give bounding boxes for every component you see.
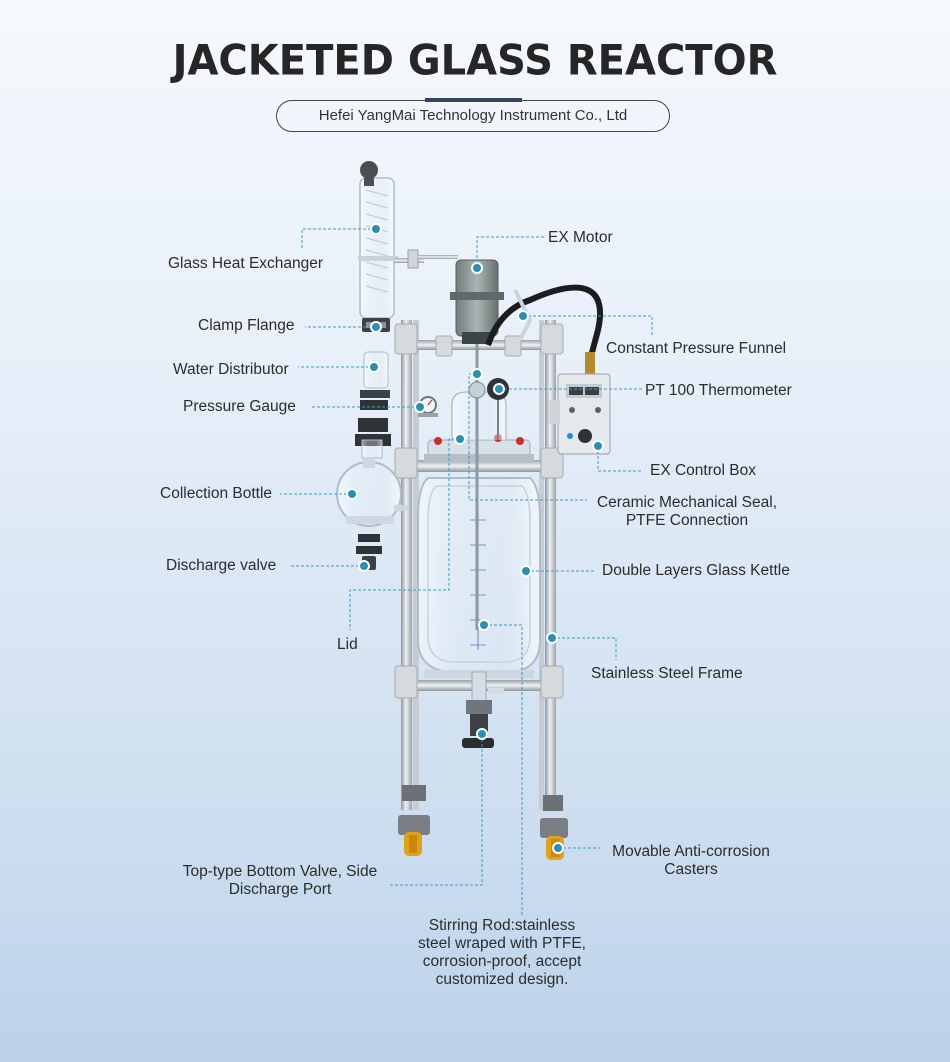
- leader-funnel: [523, 315, 653, 335]
- leader-lid: [349, 438, 460, 630]
- label-stirring-rod: Stirring Rod:stainless steel wraped with…: [404, 917, 600, 989]
- leader-control-box: [597, 446, 642, 472]
- label-ceramic-seal-line2: PTFE Connection: [625, 512, 749, 529]
- label-casters-line2: Casters: [664, 861, 718, 878]
- label-discharge-valve: Discharge valve: [166, 557, 277, 574]
- dot-ex-motor: [471, 262, 483, 274]
- frame-mid-bar: [398, 460, 560, 472]
- label-clamp-flange: Clamp Flange: [198, 317, 295, 334]
- label-constant-pressure-funnel: Constant Pressure Funnel: [606, 340, 787, 357]
- label-ex-control-box: EX Control Box: [650, 462, 756, 479]
- label-ceramic-seal-line1: Ceramic Mechanical Seal,: [596, 494, 778, 511]
- leader-ceramic-seal: [468, 373, 587, 501]
- constant-pressure-funnel: [485, 284, 603, 374]
- dot-clamp-flange: [370, 321, 382, 333]
- label-bottom-valve-line1: Top-type Bottom Valve, Side: [182, 863, 378, 880]
- label-pt100-thermometer: PT 100 Thermometer: [645, 382, 792, 399]
- left-valve-stack: [355, 400, 391, 459]
- water-distributor: [360, 351, 390, 398]
- label-stirring-rod-line3: corrosion-proof, accept: [422, 953, 582, 970]
- leader-bottom-valve: [388, 734, 483, 886]
- label-bottom-valve-line2: Discharge Port: [228, 881, 332, 898]
- company-name-badge: Hefei YangMai Technology Instrument Co.,…: [276, 100, 670, 132]
- collection-bottle: [336, 458, 408, 527]
- frame-post-right-back: [539, 320, 544, 810]
- page-title: JACKETED GLASS REACTOR: [172, 36, 778, 86]
- dot-pt100: [493, 383, 505, 395]
- dot-pressure-gauge: [414, 401, 426, 413]
- marker-dots: [346, 223, 604, 854]
- ex-motor: [450, 259, 504, 630]
- frame-top-bar: [398, 340, 560, 350]
- dot-casters: [552, 842, 564, 854]
- dot-heat-exchanger: [370, 223, 382, 235]
- label-double-layers-glass-kettle: Double Layers Glass Kettle: [602, 562, 790, 579]
- leader-stirring-rod: [484, 624, 523, 915]
- leader-frame: [552, 637, 617, 660]
- dot-frame: [546, 632, 558, 644]
- dot-lid: [454, 433, 466, 445]
- label-lid: Lid: [337, 636, 358, 653]
- label-movable-casters: Movable Anti-corrosion Casters: [600, 843, 782, 879]
- label-casters-line1: Movable Anti-corrosion: [612, 843, 770, 860]
- dot-water-distributor: [368, 361, 380, 373]
- label-glass-heat-exchanger: Glass Heat Exchanger: [168, 255, 324, 272]
- dot-collection-bottle: [346, 488, 358, 500]
- label-stirring-rod-line2: steel wraped with PTFE,: [418, 935, 586, 952]
- dot-discharge-valve: [358, 560, 370, 572]
- label-stirring-rod-line4: customized design.: [435, 971, 569, 988]
- leader-ex-motor: [476, 236, 545, 268]
- dot-ceramic-seal: [471, 368, 483, 380]
- leader-heat-exchanger: [301, 228, 376, 250]
- dot-kettle: [520, 565, 532, 577]
- top-type-bottom-valve: [462, 671, 504, 748]
- frame-post-left-back: [413, 320, 419, 810]
- label-collection-bottle: Collection Bottle: [160, 485, 273, 502]
- label-ex-motor: EX Motor: [548, 229, 613, 246]
- label-ceramic-mechanical-seal: Ceramic Mechanical Seal, PTFE Connection: [590, 494, 784, 530]
- ex-control-box: [548, 373, 611, 455]
- label-stainless-steel-frame: Stainless Steel Frame: [591, 665, 743, 682]
- leader-lines: [280, 228, 653, 915]
- label-stirring-rod-line1: Stirring Rod:stainless: [428, 917, 576, 934]
- dot-funnel: [517, 310, 529, 322]
- frame-post-left-front: [401, 320, 412, 810]
- label-water-distributor: Water Distributor: [173, 361, 289, 378]
- label-pressure-gauge: Pressure Gauge: [183, 398, 296, 415]
- dot-stirring-rod: [478, 619, 490, 631]
- frame-post-right-front: [545, 320, 556, 810]
- dot-bottom-valve: [476, 728, 488, 740]
- reactor-lid: [424, 391, 534, 462]
- glass-heat-exchanger: [358, 161, 458, 319]
- dot-control-box: [592, 440, 604, 452]
- label-bottom-valve: Top-type Bottom Valve, Side Discharge Po…: [174, 863, 386, 899]
